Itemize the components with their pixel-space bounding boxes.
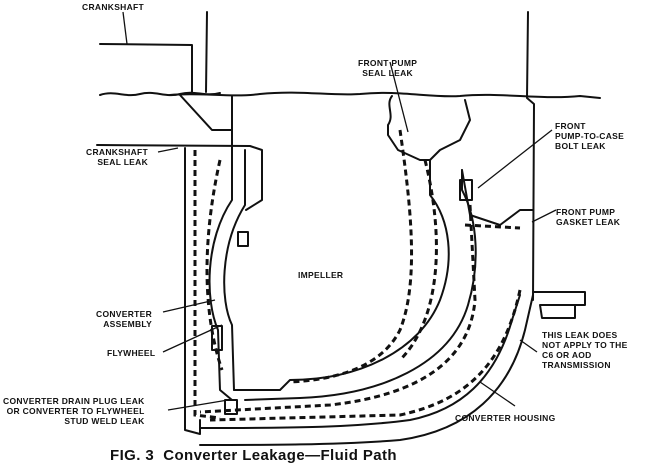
pump-bolt: [459, 179, 473, 201]
flywheel-outline: [208, 129, 233, 401]
label-converter-assembly: CONVERTER ASSEMBLY: [96, 309, 153, 329]
engine-rear-face: [96, 144, 263, 211]
section-break-line: [169, 91, 601, 99]
converter-housing-left-wall: [184, 147, 201, 435]
label-crankshaft: CRANKSHAFT: [82, 2, 145, 12]
converter-housing-curve: [199, 294, 534, 446]
crankshaft-block: [99, 11, 221, 97]
label-flywheel: FLYWHEEL: [107, 348, 156, 358]
label-leak-not-apply-c6-aod: THIS LEAK DOES NOT APPLY TO THE C6 OR AO…: [542, 330, 628, 370]
label-front-pump-gasket-leak: FRONT PUMP GASKET LEAK: [556, 207, 621, 227]
front-pump-body: [387, 95, 471, 161]
rear-main-area: [179, 94, 233, 131]
converter-housing-inner: [199, 294, 521, 429]
label-front-pump-to-case-bolt-leak: FRONT PUMP-TO-CASE BOLT LEAK: [555, 121, 625, 151]
figure-caption: FIG. 3 Converter Leakage—Fluid Path: [110, 447, 397, 464]
leader-lines: [122, 11, 557, 411]
label-converter-drain-plug-leak: CONVERTER DRAIN PLUG LEAK OR CONVERTER T…: [3, 396, 145, 426]
drain-plug: [224, 399, 238, 415]
impeller-shell-outer: [244, 169, 477, 401]
label-converter-housing: CONVERTER HOUSING: [455, 413, 556, 423]
crank-bolt: [237, 231, 249, 247]
transmission-stub: [532, 291, 586, 319]
converter-front-cover: [223, 149, 246, 391]
fluid-path: [193, 129, 522, 422]
label-crankshaft-seal-leak: CRANKSHAFT SEAL LEAK: [86, 147, 149, 167]
label-impeller: IMPELLER: [298, 270, 344, 280]
right-case-wall: [526, 11, 535, 301]
label-front-pump-seal-leak: FRONT PUMP SEAL LEAK: [358, 58, 418, 78]
